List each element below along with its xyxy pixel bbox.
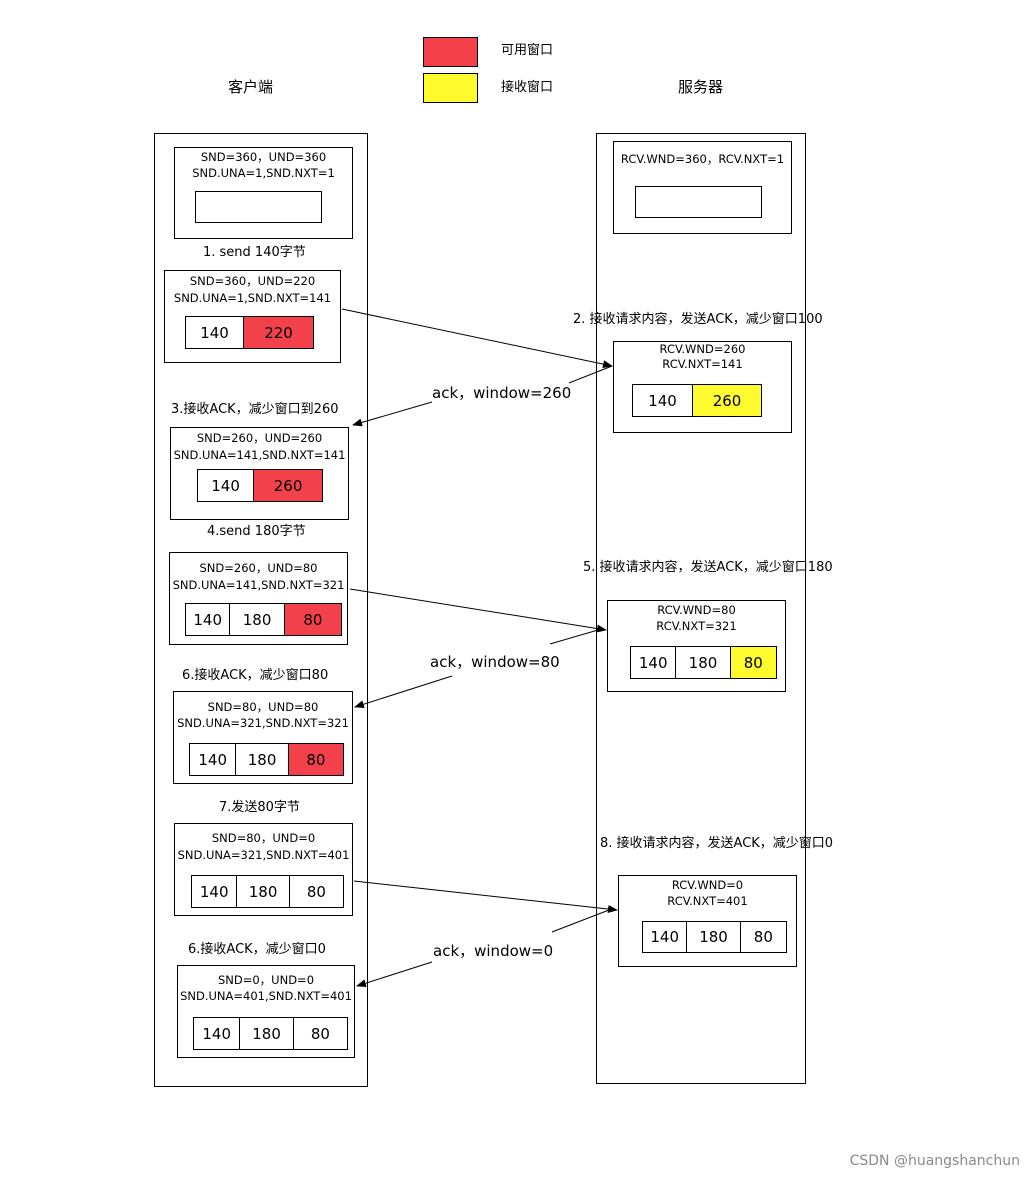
window-cell: 140 [186, 604, 231, 635]
send-arrow-3 [353, 880, 618, 913]
client-state-9-window: 140 180 80 [193, 1017, 348, 1050]
client-state-6: SND=80，UND=80 SND.UNA=321,SND.NXT=321 14… [173, 691, 353, 784]
server-state-0: RCV.WND=360，RCV.NXT=1 [613, 141, 792, 234]
window-cell: 180 [687, 922, 741, 952]
client-step-9: 6.接收ACK，减少窗口0 [188, 942, 326, 957]
client-state-0-window [195, 191, 322, 223]
window-cell: 140 [633, 385, 694, 416]
client-step-3: 3.接收ACK，减少窗口到260 [171, 402, 339, 417]
client-state-4-window: 140 180 80 [185, 603, 342, 636]
window-cell-available: 260 [254, 470, 322, 501]
window-cell: 180 [230, 604, 285, 635]
server-state-8: RCV.WND=0 RCV.NXT=401 140 180 80 [618, 875, 797, 967]
server-step-2: 2. 接收请求内容，发送ACK，减少窗口100 [573, 312, 823, 327]
client-state-3: SND=260，UND=260 SND.UNA=141,SND.NXT=141 … [170, 427, 349, 520]
server-state-0-window [635, 186, 762, 218]
client-state-3-line2: SND.UNA=141,SND.NXT=141 [173, 448, 346, 462]
window-cell: 140 [643, 922, 688, 952]
client-state-7-window: 140 180 80 [191, 875, 344, 908]
client-state-4: SND=260，UND=80 SND.UNA=141,SND.NXT=321 1… [169, 552, 348, 645]
client-state-9-line2: SND.UNA=401,SND.NXT=401 [180, 989, 352, 1003]
client-state-6-window: 140 180 80 [189, 743, 344, 776]
window-cell: 80 [753, 928, 773, 946]
window-cell-available: 80 [288, 744, 343, 775]
client-state-7-line1: SND=80，UND=0 [211, 831, 316, 845]
window-cell: 140 [198, 470, 255, 501]
window-cell: 80 [306, 882, 326, 901]
ack-label-2: ack，window=80 [430, 653, 560, 671]
window-cell-available: 220 [244, 317, 313, 348]
client-step-4: 4.send 180字节 [207, 524, 306, 539]
server-state-0-line1: RCV.WND=360，RCV.NXT=1 [620, 152, 785, 166]
window-cell: 140 [192, 876, 238, 907]
window-cell-receive: 260 [693, 385, 761, 416]
client-state-1-line2: SND.UNA=1,SND.NXT=141 [173, 291, 332, 305]
server-title: 服务器 [678, 78, 724, 96]
send-arrow-1 [341, 308, 613, 369]
server-state-2: RCV.WND=260 RCV.NXT=141 140 260 [613, 341, 792, 433]
window-cell: 140 [194, 1018, 241, 1049]
client-state-6-line1: SND=80，UND=80 [207, 700, 319, 714]
client-step-1: 1. send 140字节 [203, 245, 306, 260]
server-state-5-line1: RCV.WND=80 [657, 603, 736, 617]
window-cell: 80 [310, 1024, 330, 1043]
legend-receive-swatch [423, 73, 478, 103]
window-cell: 140 [631, 647, 677, 678]
ack-arrow-2-tail [354, 675, 453, 709]
client-state-7: SND=80，UND=0 SND.UNA=321,SND.NXT=401 140… [174, 823, 353, 916]
client-state-3-window: 140 260 [197, 469, 323, 502]
client-state-1-window: 140 220 [185, 316, 314, 349]
window-cell: 140 [190, 744, 237, 775]
client-title: 客户端 [228, 78, 274, 96]
ack-arrow-1 [568, 365, 613, 384]
server-state-8-line1: RCV.WND=0 [671, 878, 744, 892]
server-state-2-window: 140 260 [632, 384, 762, 417]
server-state-8-window: 140 180 80 [642, 921, 787, 953]
ack-label-3: ack，window=0 [433, 942, 554, 960]
ack-arrow-3 [551, 909, 610, 933]
client-state-4-line2: SND.UNA=141,SND.NXT=321 [172, 578, 345, 592]
window-cell: 180 [236, 744, 289, 775]
legend-available-swatch [423, 37, 478, 67]
server-state-2-line1: RCV.WND=260 [659, 342, 746, 356]
window-cell: 180 [676, 647, 731, 678]
client-step-7: 7.发送80字节 [219, 800, 300, 815]
server-state-5-window: 140 180 80 [630, 646, 777, 679]
server-state-5: RCV.WND=80 RCV.NXT=321 140 180 80 [607, 600, 786, 692]
client-step-6: 6.接收ACK，减少窗口80 [182, 668, 329, 683]
server-state-5-line2: RCV.NXT=321 [656, 619, 737, 633]
server-step-8: 8. 接收请求内容，发送ACK，减少窗口0 [600, 836, 834, 851]
legend-receive-label: 接收窗口 [501, 80, 554, 95]
window-cell-receive: 80 [730, 647, 776, 678]
client-state-4-line1: SND=260，UND=80 [199, 561, 318, 575]
server-state-8-line2: RCV.NXT=401 [667, 894, 748, 908]
ack-arrow-2 [549, 629, 599, 645]
client-state-0-line1: SND=360，UND=360 [200, 150, 327, 164]
client-state-7-line2: SND.UNA=321,SND.NXT=401 [177, 848, 350, 862]
client-state-1: SND=360，UND=220 SND.UNA=1,SND.NXT=141 14… [164, 270, 341, 363]
watermark: CSDN @huangshanchun [849, 1153, 1020, 1169]
client-state-9: SND=0，UND=0 SND.UNA=401,SND.NXT=401 140 … [177, 965, 355, 1058]
ack-arrow-3-tail [356, 961, 433, 988]
window-cell: 180 [237, 876, 290, 907]
window-cell: 140 [186, 317, 245, 348]
window-cell: 180 [240, 1018, 294, 1049]
legend-available-label: 可用窗口 [501, 43, 554, 58]
window-cell-available: 80 [284, 604, 341, 635]
server-state-2-line2: RCV.NXT=141 [662, 357, 743, 371]
client-state-0-line2: SND.UNA=1,SND.NXT=1 [192, 166, 335, 180]
client-state-3-line1: SND=260，UND=260 [196, 431, 323, 445]
client-state-9-line1: SND=0，UND=0 [217, 973, 315, 987]
client-state-6-line2: SND.UNA=321,SND.NXT=321 [177, 716, 349, 730]
client-state-0: SND=360，UND=360 SND.UNA=1,SND.NXT=1 [174, 147, 353, 239]
ack-label-1: ack，window=260 [432, 384, 572, 402]
client-state-1-line1: SND=360，UND=220 [189, 274, 316, 288]
ack-arrow-1-tail [352, 401, 433, 427]
server-step-5: 5. 接收请求内容，发送ACK，减少窗口180 [583, 560, 833, 575]
send-arrow-2 [349, 588, 607, 633]
